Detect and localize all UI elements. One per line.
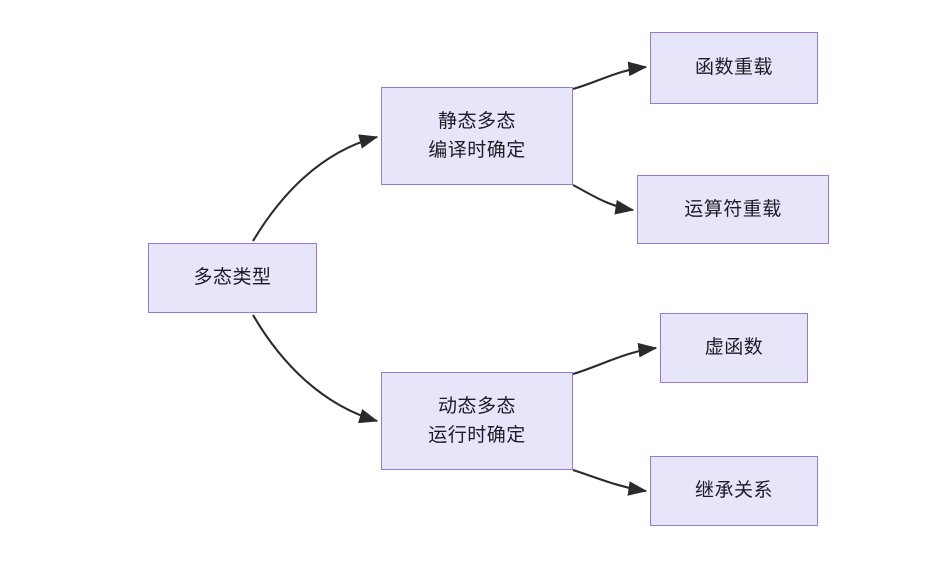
node-label-line1: 运算符重载 [684, 197, 782, 220]
node-inheritance-relationship[interactable]: 继承关系 [650, 456, 818, 526]
node-label-line1: 继承关系 [694, 479, 773, 502]
edge-root-to-dynamic [252, 314, 379, 424]
node-label-line1: 多态类型 [193, 266, 272, 289]
node-label-line1: 静态多态 [437, 109, 516, 132]
node-dynamic-polymorphism[interactable]: 动态多态 运行时确定 [381, 372, 573, 470]
node-operator-overload[interactable]: 运算符重载 [637, 175, 829, 244]
edge-dynamic-to-inheritance [572, 468, 648, 496]
node-label-line1: 动态多态 [437, 394, 516, 417]
node-label-line1: 虚函数 [704, 336, 764, 359]
edge-root-to-static [252, 134, 379, 242]
edge-static-to-function-overload [572, 61, 648, 91]
node-function-overload[interactable]: 函数重载 [650, 32, 818, 104]
node-label-line2: 编译时确定 [428, 139, 526, 161]
node-label-line1: 函数重载 [694, 56, 773, 79]
node-label-line2: 运行时确定 [428, 424, 526, 446]
node-static-polymorphism[interactable]: 静态多态 编译时确定 [381, 87, 573, 185]
node-virtual-function[interactable]: 虚函数 [660, 313, 808, 383]
node-polymorphism-types[interactable]: 多态类型 [148, 243, 317, 313]
edge-static-to-operator-overload [572, 184, 635, 215]
edge-dynamic-to-virtual-function [572, 342, 658, 376]
